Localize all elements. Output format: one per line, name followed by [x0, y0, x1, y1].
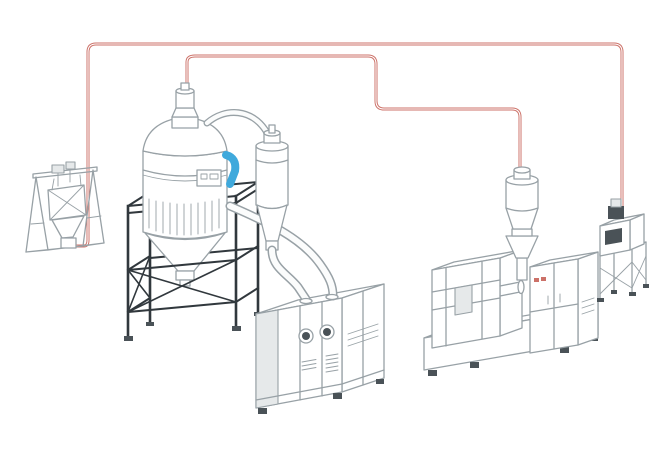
dehumidifying-dryer: Dehumidifying dryer cabinet: [255, 283, 385, 414]
bag-outlet: [60, 237, 77, 249]
dryer-hose-collar: [299, 297, 313, 305]
process-air-hose-return: Process air hoses: [267, 245, 339, 305]
cyclone-separator: Cyclone dust separator: [203, 109, 289, 251]
dosing-window: [605, 228, 622, 245]
dosing-motor: [608, 206, 624, 219]
hoist-trolley: [51, 164, 65, 174]
drying-hopper: Drying hopper with hopper loader Blue su…: [142, 82, 240, 287]
cabinet-button: [534, 278, 539, 282]
big-bag-unloader: Big-bag unloading station: [25, 161, 105, 253]
loader-lid-cap: [180, 82, 190, 91]
process-air-hose-supply: Process air hoses: [225, 201, 338, 301]
hopper-neck: [171, 116, 199, 129]
suction-valve: Blue suction valve elbow: [222, 151, 240, 188]
machine-hopper-loader: Machine-mounted hopper loader: [505, 166, 539, 281]
injection-molding-machine: Injection molding machine Machine-mounte…: [423, 166, 599, 376]
dryer-hose-collar: [325, 293, 339, 301]
cabinet-button: [541, 277, 546, 281]
mold-block: [454, 284, 473, 316]
dosing-unit: Dosing unit on stand: [597, 198, 649, 302]
